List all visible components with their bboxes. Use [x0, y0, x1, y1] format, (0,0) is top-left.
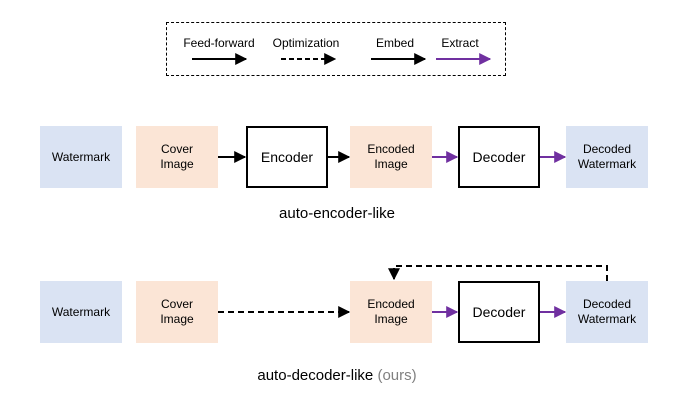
top-encoder-node: Encoder — [246, 126, 328, 188]
bottom-decoder-node: Decoder — [458, 281, 540, 343]
bottom-caption-note: (ours) — [377, 367, 417, 384]
bottom-decoded-watermark-label-2: Watermark — [577, 312, 637, 326]
bottom-watermark-node: Watermark — [40, 281, 122, 343]
bottom-decoded-watermark-label-1: Decoded — [582, 297, 632, 311]
top-decoded-watermark-label-1: Decoded — [582, 142, 632, 156]
bottom-caption-main: auto-decoder-like — [257, 367, 374, 384]
top-cover-image-label-1: Cover — [160, 142, 193, 156]
legend-extract-label: Extract — [441, 36, 479, 50]
top-encoded-image-label-2: Image — [374, 157, 408, 171]
bottom-cover-image-label-1: Cover — [160, 297, 193, 311]
top-encoder-label: Encoder — [260, 148, 314, 165]
top-cover-image-label-2: Image — [160, 157, 194, 171]
top-watermark-node: Watermark — [40, 126, 122, 188]
bottom-cover-image-label-2: Image — [160, 312, 194, 326]
top-caption: auto-encoder-like — [279, 205, 395, 222]
top-encoded-image-label-1: Encoded — [367, 142, 415, 156]
bottom-encoded-image-label-1: Encoded — [367, 297, 415, 311]
top-watermark-label: Watermark — [51, 149, 111, 164]
legend-embed-label: Embed — [375, 36, 415, 50]
bottom-encoded-image-label-2: Image — [374, 312, 408, 326]
legend-optimization-label: Optimization — [272, 36, 340, 50]
legend-feed-forward-label: Feed-forward — [183, 36, 255, 50]
legend-box — [166, 22, 506, 76]
top-decoder-node: Decoder — [458, 126, 540, 188]
top-decoder-label: Decoder — [472, 148, 526, 165]
top-decoded-watermark-label-2: Watermark — [577, 157, 637, 171]
bottom-decoder-label: Decoder — [472, 303, 526, 320]
bottom-caption: auto-decoder-like (ours) — [257, 367, 416, 384]
bottom-watermark-label: Watermark — [51, 304, 111, 319]
optimization-feedback-arrow — [388, 265, 608, 281]
